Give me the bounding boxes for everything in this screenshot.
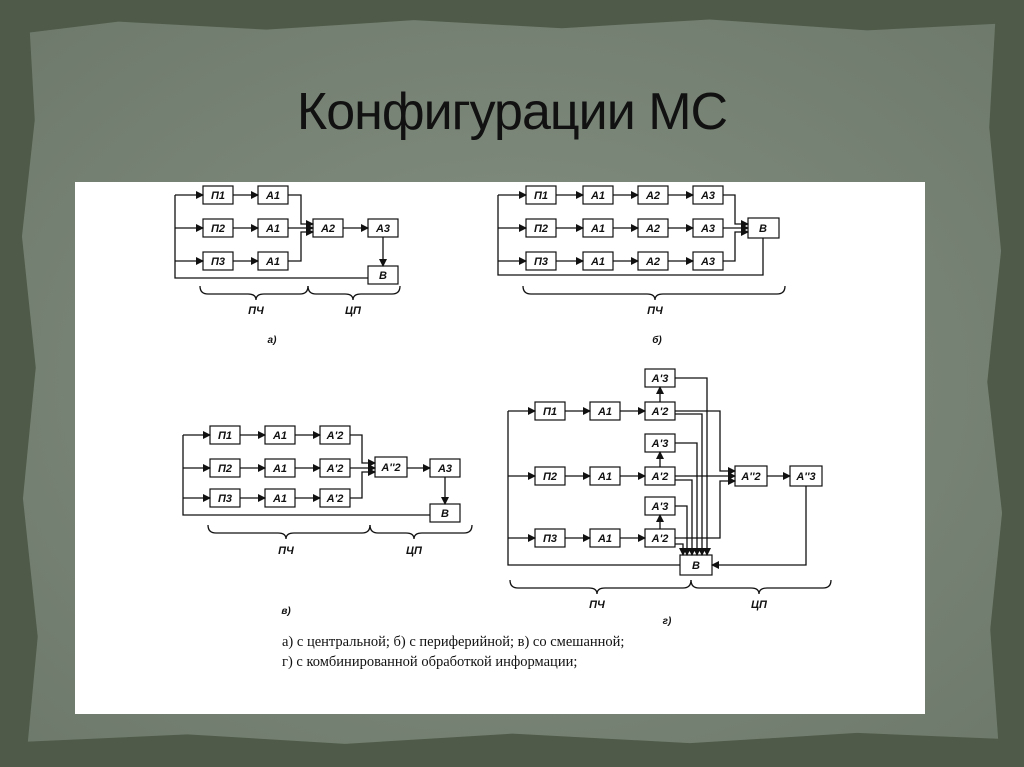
g-label-a2p-2: А'2 (651, 471, 669, 483)
a-label-a1-1: А1 (265, 190, 280, 202)
diagram-v: П1 П2 П3 А1 А1 А1 А'2 А'2 А'2 А''2 А3 В … (182, 425, 473, 617)
diagram-a: П1 П2 П3 А1 А1 А1 А2 А3 В ПЧ ЦП а) (174, 185, 401, 346)
g-pch-label: ПЧ (589, 599, 605, 611)
a-caption: а) (268, 335, 278, 346)
v-label-a2pp: А''2 (380, 462, 400, 474)
g-label-a1-1: А1 (597, 406, 612, 418)
b-label-a2-1: А2 (645, 190, 660, 202)
v-label-a1-1: А1 (272, 430, 287, 442)
b-label-a3-3: А3 (700, 256, 715, 268)
b-pch-label: ПЧ (647, 305, 663, 317)
v-label-p3: П3 (218, 493, 232, 505)
v-label-p1: П1 (218, 430, 232, 442)
g-label-a1-2: А1 (597, 471, 612, 483)
v-caption: в) (281, 606, 291, 617)
b-label-a1-1: А1 (590, 190, 605, 202)
g-brace-pch (509, 579, 692, 595)
g-label-a2pp: А''2 (740, 471, 760, 483)
v-brace-pch (207, 524, 371, 540)
v-label-p2: П2 (218, 463, 232, 475)
b-label-p3: П3 (534, 256, 548, 268)
a-label-a1-3: А1 (265, 256, 280, 268)
a-label-b: В (379, 270, 387, 282)
g-brace-cp (690, 579, 832, 595)
g-label-p3: П3 (543, 533, 557, 545)
a-label-a3: А3 (375, 223, 390, 235)
figure: П1 П2 П3 А1 А1 А1 А2 А3 В ПЧ ЦП а) (75, 182, 925, 714)
v-label-b: В (441, 508, 449, 520)
v-label-a3: А3 (437, 463, 452, 475)
legend-line-1: а) с центральной; б) с периферийной; в) … (282, 634, 624, 650)
v-cp-label: ЦП (406, 545, 423, 557)
g-label-a3pp: А''3 (795, 471, 815, 483)
a-brace-pch (199, 285, 309, 301)
a-label-a1-2: А1 (265, 223, 280, 235)
v-brace-cp (369, 524, 473, 540)
a-label-p2: П2 (211, 223, 225, 235)
b-label-p2: П2 (534, 223, 548, 235)
a-label-p3: П3 (211, 256, 225, 268)
g-label-b: В (692, 560, 700, 572)
g-caption: г) (663, 616, 672, 627)
b-brace-pch (522, 285, 786, 301)
b-label-a1-3: А1 (590, 256, 605, 268)
g-label-a2p-1: А'2 (651, 406, 669, 418)
a-label-a2: А2 (320, 223, 335, 235)
b-label-a1-2: А1 (590, 223, 605, 235)
g-cp-label: ЦП (751, 599, 768, 611)
v-label-a2p-2: А'2 (326, 463, 344, 475)
slide-title: Конфигурации МС (296, 83, 728, 141)
a-pch-label: ПЧ (248, 305, 264, 317)
g-label-a3p-1: А'3 (651, 373, 669, 385)
b-label-a3-1: А3 (700, 190, 715, 202)
g-label-a1-3: А1 (597, 533, 612, 545)
g-label-a3p-3: А'3 (651, 501, 669, 513)
a-label-p1: П1 (211, 190, 225, 202)
v-pch-label: ПЧ (278, 545, 294, 557)
legend-line-2: г) с комбинированной обработкой информац… (282, 654, 577, 670)
diagram-g: П1 П2 П3 А1 А1 А1 А'3 А'2 А'3 А'2 А'3 А'… (507, 368, 832, 627)
v-label-a2p-3: А'2 (326, 493, 344, 505)
g-label-a2p-3: А'2 (651, 533, 669, 545)
v-label-a1-2: А1 (272, 463, 287, 475)
g-label-p1: П1 (543, 406, 557, 418)
b-caption: б) (652, 334, 662, 346)
b-label-a3-2: А3 (700, 223, 715, 235)
b-label-b: В (759, 223, 767, 235)
configurations-diagram: П1 П2 П3 А1 А1 А1 А2 А3 В ПЧ ЦП а) (174, 185, 832, 670)
b-label-a2-2: А2 (645, 223, 660, 235)
v-label-a1-3: А1 (272, 493, 287, 505)
b-label-a2-3: А2 (645, 256, 660, 268)
g-label-p2: П2 (543, 471, 557, 483)
g-label-a3p-2: А'3 (651, 438, 669, 450)
b-label-p1: П1 (534, 190, 548, 202)
diagram-b: П1 П2 П3 А1 А1 А1 А2 А2 А2 А3 А3 А3 В ПЧ… (497, 185, 786, 346)
a-brace-cp (307, 285, 401, 301)
v-label-a2p-1: А'2 (326, 430, 344, 442)
a-cp-label: ЦП (345, 305, 362, 317)
